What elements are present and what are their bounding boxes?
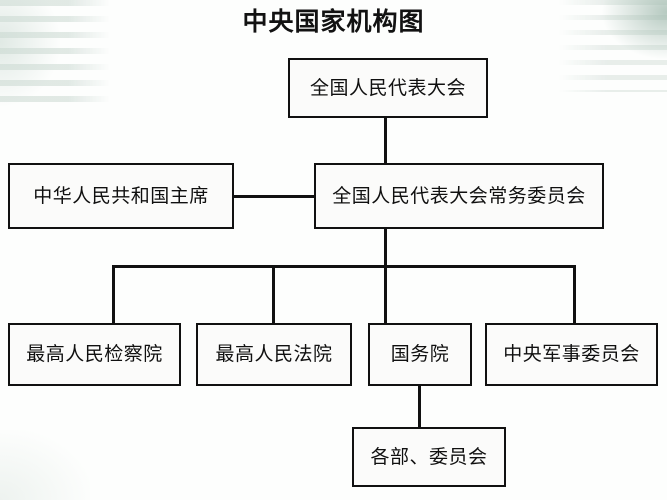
edge-bus-to-state-council bbox=[384, 265, 387, 323]
node-ministries-label: 各部、委员会 bbox=[370, 445, 488, 468]
node-npcsc-label: 全国人民代表大会常务委员会 bbox=[332, 184, 586, 207]
node-cmc-label: 中央军事委员会 bbox=[503, 343, 640, 365]
edge-npc-to-npcsc bbox=[384, 118, 387, 164]
edge-level3-bus bbox=[112, 265, 576, 268]
edge-bus-to-court bbox=[272, 265, 275, 323]
node-cmc[interactable]: 中央军事委员会 bbox=[485, 323, 658, 386]
node-procuratorate-label: 最高人民检察院 bbox=[26, 343, 163, 365]
node-court-label: 最高人民法院 bbox=[215, 343, 333, 365]
chart-title: 中央国家机构图 bbox=[242, 7, 425, 36]
edge-npcsc-drop bbox=[384, 228, 387, 268]
node-president[interactable]: 中华人民共和国主席 bbox=[8, 163, 234, 229]
node-president-label: 中华人民共和国主席 bbox=[33, 184, 209, 207]
edge-president-to-npcsc bbox=[232, 195, 316, 198]
edge-bus-to-procuratorate bbox=[112, 265, 115, 323]
node-procuratorate[interactable]: 最高人民检察院 bbox=[8, 323, 181, 386]
node-ministries[interactable]: 各部、委员会 bbox=[352, 427, 506, 487]
node-state-council-label: 国务院 bbox=[390, 343, 450, 365]
node-npc-label: 全国人民代表大会 bbox=[309, 76, 466, 99]
node-court[interactable]: 最高人民法院 bbox=[196, 323, 352, 386]
watermark-blob-bottom-left bbox=[0, 430, 90, 500]
edge-bus-to-cmc bbox=[573, 265, 576, 323]
node-state-council[interactable]: 国务院 bbox=[368, 323, 472, 386]
node-npc[interactable]: 全国人民代表大会 bbox=[288, 58, 488, 118]
edge-state-council-to-ministries bbox=[418, 386, 421, 428]
node-npcsc[interactable]: 全国人民代表大会常务委员会 bbox=[314, 163, 604, 229]
